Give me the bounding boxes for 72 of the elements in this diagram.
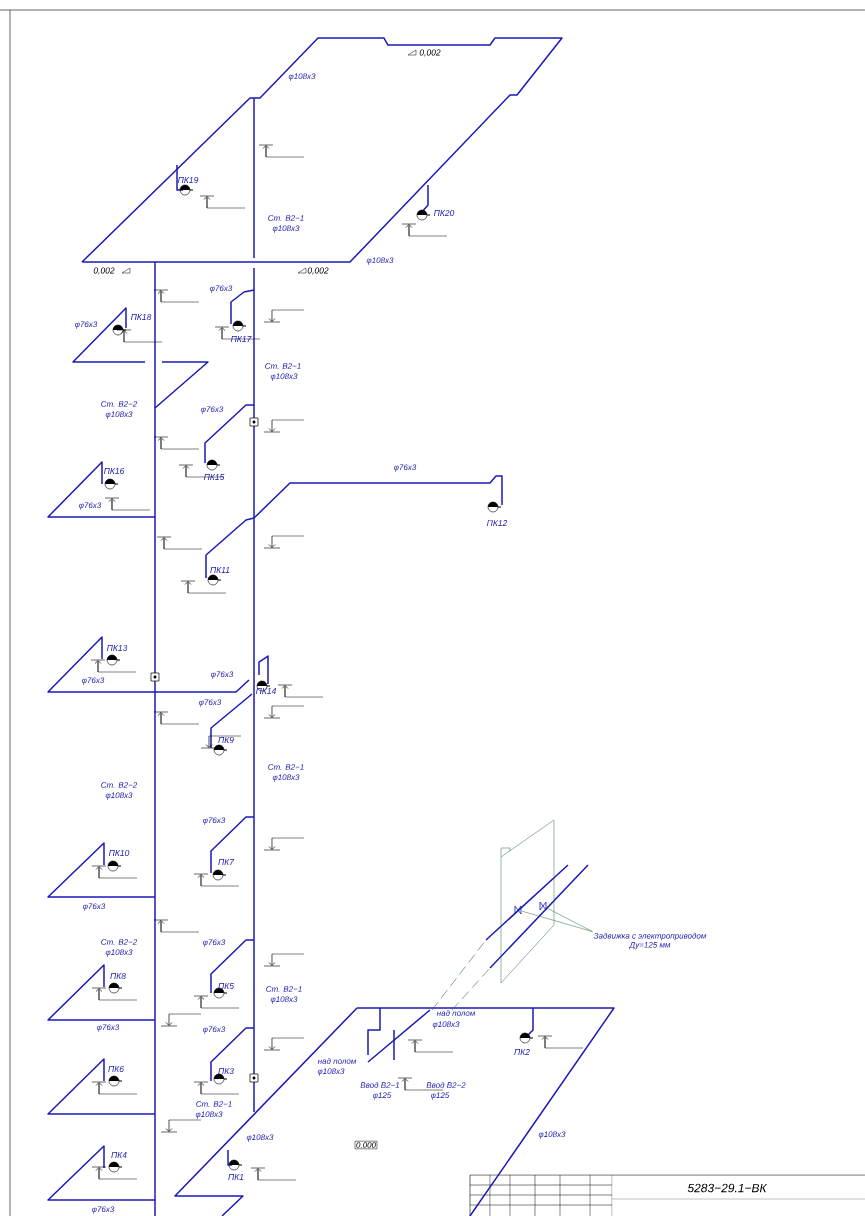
pipe-label: φ108x3 xyxy=(195,1111,223,1119)
pipe-label: φ76x3 xyxy=(83,903,106,911)
pipe-label: Ст. В2−1 xyxy=(266,986,302,992)
pipe-label: Ст. В2−1 xyxy=(268,764,304,770)
elevation-label: 0.000 xyxy=(354,1140,378,1150)
hydrant-label: ПК2 xyxy=(514,1049,530,1055)
valve-symbol xyxy=(514,905,522,915)
pipe-label: φ76x3 xyxy=(75,321,98,329)
hydrant-label: ПК4 xyxy=(111,1152,127,1158)
pipe-label: над полом xyxy=(436,1010,476,1016)
pipe-label: Ввод В2−1 xyxy=(360,1082,399,1088)
pipe-label: φ76x3 xyxy=(92,1206,115,1214)
hydrant-label: ПК14 xyxy=(255,688,276,694)
pipe-label: φ76x3 xyxy=(82,677,105,685)
pipe-label: φ76x3 xyxy=(394,464,417,472)
pipe-label: φ76x3 xyxy=(210,285,233,293)
pipe-label: Ст. В2−2 xyxy=(101,782,138,788)
pipe-label: Ввод В2−2 xyxy=(426,1082,466,1088)
pipe-label: φ108x3 xyxy=(366,257,394,265)
pipe-label: φ108x3 xyxy=(270,373,298,381)
pipe-label: φ108x3 xyxy=(432,1021,460,1029)
hydrant-label: ПК9 xyxy=(218,737,234,743)
hydrant-label: ПК16 xyxy=(103,468,125,474)
pipe-label: Ст. В2−1 xyxy=(196,1101,232,1107)
pipe-label: Ст. В2−2 xyxy=(101,939,138,945)
hydrant-label: ПК19 xyxy=(177,177,199,183)
pipe-label: φ108x3 xyxy=(317,1068,345,1076)
callout-label: Задвижка с электроприводом Ду=125 мм xyxy=(593,932,707,950)
pipe-label: φ108x3 xyxy=(105,792,133,800)
pipe-label: φ108x3 xyxy=(105,949,133,957)
hydrant-label: ПК5 xyxy=(218,983,234,989)
hydrant-label: ПК15 xyxy=(203,474,225,480)
hydrant-label: ПК3 xyxy=(218,1068,234,1074)
pipe-label: Ст. В2−1 xyxy=(268,215,304,221)
hydrant-label: ПК13 xyxy=(106,645,128,651)
pipe-label: φ76x3 xyxy=(203,817,226,825)
hydrant-label: ПК11 xyxy=(210,567,230,573)
pipe-label: φ76x3 xyxy=(97,1024,120,1032)
pipe-label: φ108x3 xyxy=(538,1131,566,1139)
hydrant-label: ПК1 xyxy=(228,1174,244,1180)
hydrant-label: ПК10 xyxy=(108,850,130,856)
leader-line xyxy=(546,907,593,932)
pipe-label: над полом xyxy=(317,1058,357,1064)
hydrant-label: ПК18 xyxy=(130,314,152,320)
pipe-label: φ125 xyxy=(431,1092,450,1100)
hydrant-label: ПК20 xyxy=(433,210,455,216)
hydrant-label: ПК7 xyxy=(218,859,235,865)
hydrant-label: ПК17 xyxy=(230,336,252,342)
pipe-label: φ76x3 xyxy=(203,1026,226,1034)
pipe-label: φ108x3 xyxy=(288,73,316,81)
hydrant-label: ПК8 xyxy=(110,973,126,979)
pipe-label: φ108x3 xyxy=(272,774,300,782)
pipe-label: Ст. В2−1 xyxy=(265,363,301,369)
pipe-label: φ125 xyxy=(373,1092,392,1100)
valve-symbol xyxy=(539,901,547,911)
pipe-label: φ76x3 xyxy=(203,939,226,947)
pipe-label: φ108x3 xyxy=(246,1134,274,1142)
hydrant-label: ПК6 xyxy=(108,1066,124,1072)
hydrant-label: ПК12 xyxy=(486,520,508,526)
pipe-label: φ76x3 xyxy=(199,699,222,707)
slope-label: 0,002 xyxy=(93,267,115,275)
slope-label: 0,002 xyxy=(419,49,441,57)
pipe-label: φ108x3 xyxy=(270,996,298,1004)
leader-line xyxy=(521,910,593,932)
pipe-label: φ76x3 xyxy=(211,671,234,679)
drawing-number: 5283−29.1−ВК xyxy=(687,1183,768,1193)
pipe-label: Ст. В2−2 xyxy=(101,401,138,407)
slope-label: 0,002 xyxy=(307,267,329,275)
pipe-label: φ108x3 xyxy=(105,411,133,419)
pipe-label: φ108x3 xyxy=(272,225,300,233)
pipe-label: φ76x3 xyxy=(201,406,224,414)
pipe-label: φ76x3 xyxy=(79,502,102,510)
